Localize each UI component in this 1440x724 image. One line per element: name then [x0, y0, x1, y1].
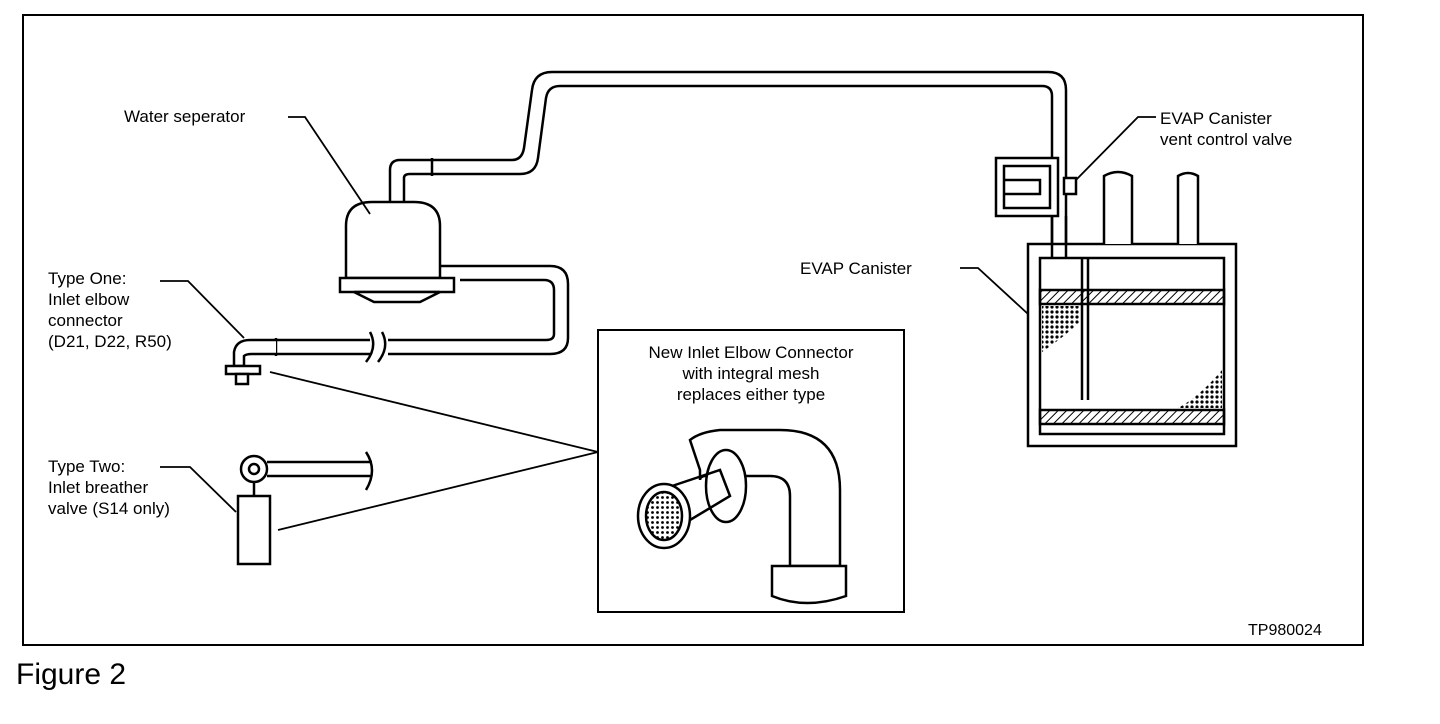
figure-code: TP980024: [1248, 622, 1322, 639]
drain-hose: [274, 264, 570, 363]
water-separator: [338, 200, 460, 304]
label-type-one: Type One: Inlet elbow connector (D21, D2…: [48, 269, 172, 351]
figure-frame: [22, 14, 1364, 646]
evap-canister: [1026, 170, 1238, 448]
label-water-separator: Water seperator: [124, 107, 246, 126]
type-two-valve: [236, 451, 374, 566]
label-new-connector: New Inlet Elbow Connector with integral …: [648, 343, 854, 404]
figure-caption: Figure 2: [16, 658, 127, 691]
type-one-elbow: [224, 338, 276, 386]
label-evap-canister: EVAP Canister: [800, 259, 912, 278]
leader-lines: [160, 116, 1156, 531]
inset-new-connector: [597, 329, 905, 613]
label-vent-control-valve: EVAP Canister vent control valve: [1160, 109, 1293, 149]
vent-control-valve: [994, 156, 1078, 218]
label-type-two: Type Two: Inlet breather valve (S14 only…: [48, 457, 170, 518]
vapor-tube: [388, 70, 1068, 252]
